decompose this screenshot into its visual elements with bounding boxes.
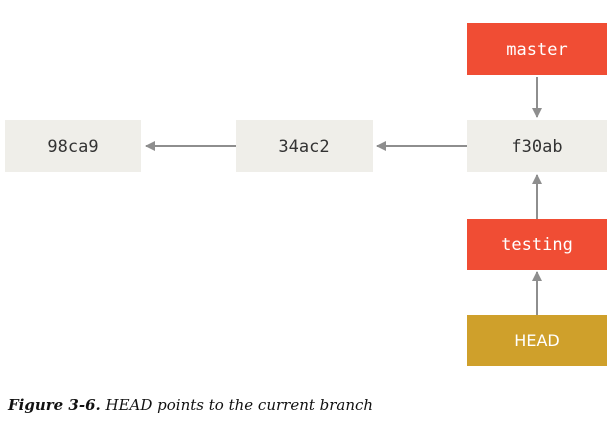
git-branch-diagram: 98ca9 34ac2 f30ab master testing HEAD bbox=[5, 23, 607, 366]
commit-box-34ac2 bbox=[236, 120, 373, 172]
branch-label-testing: testing bbox=[501, 235, 573, 255]
commit-box-f30ab bbox=[467, 120, 607, 172]
commit-node-98ca9: 98ca9 bbox=[5, 120, 141, 172]
head-node: HEAD bbox=[467, 315, 607, 366]
branch-node-testing: testing bbox=[467, 219, 607, 270]
head-label: HEAD bbox=[514, 331, 559, 350]
commit-box-98ca9 bbox=[5, 120, 141, 172]
commit-label-34ac2: 34ac2 bbox=[278, 137, 329, 157]
branch-box-testing bbox=[467, 219, 607, 270]
branch-node-master: master bbox=[467, 23, 607, 75]
head-box bbox=[467, 315, 607, 366]
commit-node-f30ab: f30ab bbox=[467, 120, 607, 172]
figure-caption-text: HEAD points to the current branch bbox=[105, 396, 374, 414]
commit-label-98ca9: 98ca9 bbox=[47, 137, 98, 157]
figure-number: Figure 3-6. bbox=[8, 396, 101, 414]
commit-label-f30ab: f30ab bbox=[511, 137, 562, 157]
commit-node-34ac2: 34ac2 bbox=[236, 120, 373, 172]
branch-box-master bbox=[467, 23, 607, 75]
branch-label-master: master bbox=[506, 40, 567, 60]
figure-caption: Figure 3-6. HEAD points to the current b… bbox=[8, 396, 373, 414]
